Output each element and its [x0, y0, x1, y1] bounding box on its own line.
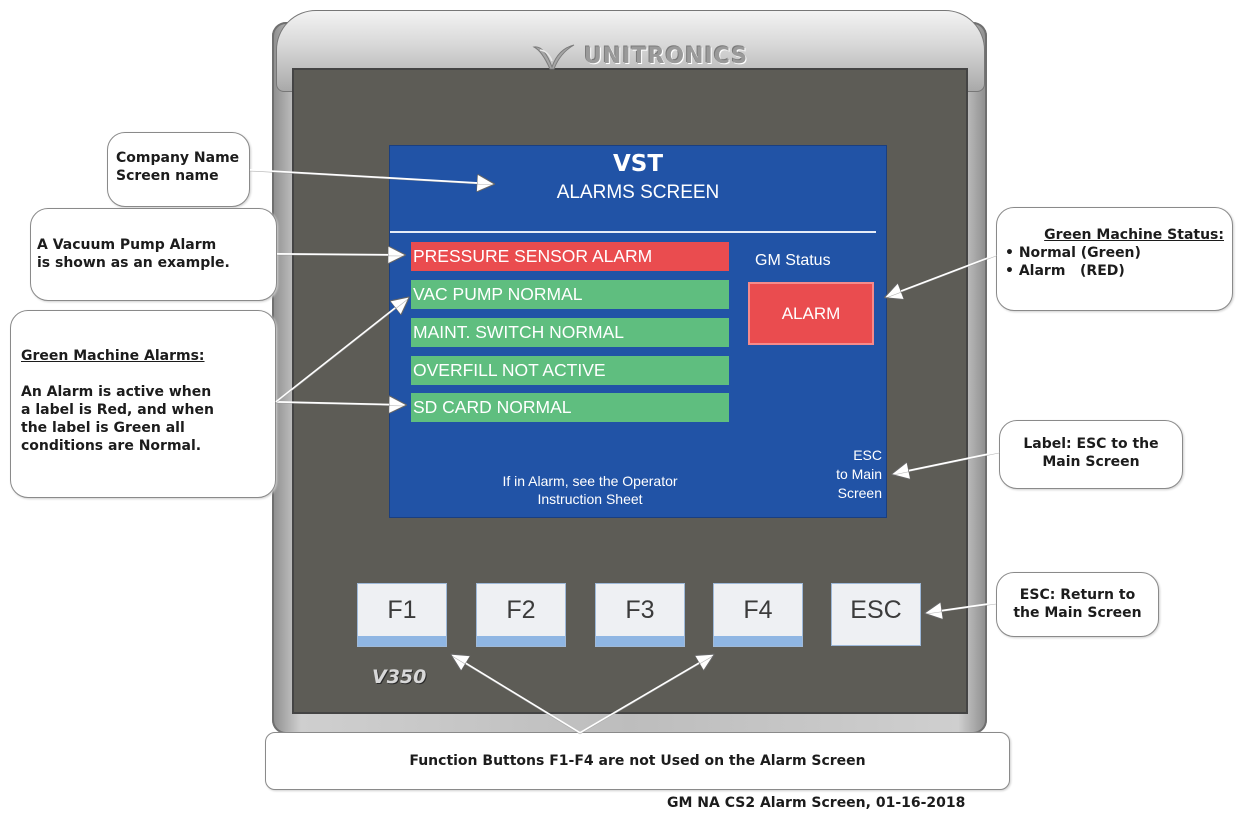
screen-divider	[390, 231, 876, 233]
gm-status-indicator: ALARM	[748, 282, 874, 345]
alarm-label-overfill: OVERFILL NOT ACTIVE	[411, 356, 729, 385]
callout-gm-alarms-line-2: a label is Red, and when	[21, 402, 214, 418]
f3-key-label: F3	[625, 596, 655, 624]
hmi-screen: VST ALARMS SCREEN PRESSURE SENSOR ALARM …	[389, 145, 887, 518]
callout-company-line-1: Company Name	[116, 150, 240, 166]
callout-gm-status: Green Machine Status: • Normal (Green) •…	[996, 207, 1233, 311]
callout-esc-label-line-2: Main Screen	[1042, 454, 1140, 470]
f1-key-label: F1	[387, 596, 417, 624]
callout-esc-return-line-1: ESC: Return to	[1019, 587, 1136, 603]
callout-gm-alarms: Green Machine Alarms: An Alarm is active…	[10, 310, 276, 498]
f2-key[interactable]: F2	[476, 583, 566, 647]
esc-label-line-3: Screen	[837, 485, 882, 501]
callout-gm-alarms-line-1: An Alarm is active when	[21, 384, 212, 400]
callout-esc-label: Label: ESC to the Main Screen	[999, 420, 1183, 489]
f4-key[interactable]: F4	[713, 583, 803, 647]
callout-gm-status-item-2: • Alarm (RED)	[1005, 263, 1125, 279]
callout-gm-status-heading: Green Machine Status:	[1044, 227, 1224, 243]
alarm-label-pressure-sensor: PRESSURE SENSOR ALARM	[411, 242, 729, 271]
screen-esc-label: ESC to Main Screen	[798, 446, 882, 503]
f3-key-led-bar	[596, 636, 684, 646]
callout-esc-return: ESC: Return to the Main Screen	[996, 572, 1159, 637]
f4-key-led-bar	[714, 636, 802, 646]
callout-gm-status-item-1: • Normal (Green)	[1005, 245, 1141, 261]
gm-status-label: GM Status	[755, 252, 831, 269]
alarm-label-maint-switch: MAINT. SWITCH NORMAL	[411, 318, 729, 347]
alarm-label-vac-pump: VAC PUMP NORMAL	[411, 280, 729, 309]
alarm-label-sd-card: SD CARD NORMAL	[411, 393, 729, 422]
callout-function-buttons: Function Buttons F1-F4 are not Used on t…	[265, 732, 1010, 790]
screen-footer-note: If in Alarm, see the Operator Instructio…	[450, 472, 730, 508]
model-label: V350	[372, 666, 427, 688]
screen-title: ALARMS SCREEN	[556, 182, 720, 203]
callout-company-name: Company Name Screen name	[107, 132, 250, 207]
unitronics-logo-icon	[532, 44, 575, 70]
screen-company-name: VST	[612, 151, 664, 177]
footer-line-1: If in Alarm, see the Operator	[502, 473, 678, 489]
callout-esc-return-line-2: the Main Screen	[1013, 605, 1142, 621]
callout-gm-status-item-1-text: Normal (Green)	[1018, 245, 1141, 261]
callout-vacuum-line-2: is shown as an example.	[37, 255, 230, 271]
f1-key[interactable]: F1	[357, 583, 447, 647]
footer-line-2: Instruction Sheet	[537, 491, 643, 507]
callout-gm-status-item-2-text: Alarm (RED)	[1018, 263, 1125, 279]
callout-company-line-2: Screen name	[116, 168, 219, 184]
callout-gm-alarms-line-4: conditions are Normal.	[21, 438, 202, 454]
f3-key[interactable]: F3	[595, 583, 685, 647]
figure-caption: GM NA CS2 Alarm Screen, 01-16-2018	[667, 795, 966, 811]
f2-key-led-bar	[477, 636, 565, 646]
callout-esc-label-line-1: Label: ESC to the	[1023, 436, 1159, 452]
callout-gm-alarms-heading: Green Machine Alarms:	[21, 348, 205, 364]
callout-vacuum-line-1: A Vacuum Pump Alarm	[37, 237, 217, 253]
brand-logo: UNITRONICS	[530, 36, 760, 76]
callout-function-buttons-text: Function Buttons F1-F4 are not Used on t…	[409, 753, 866, 769]
f4-key-label: F4	[743, 596, 773, 624]
esc-label-line-1: ESC	[853, 447, 882, 463]
esc-key-label: ESC	[850, 596, 902, 624]
callout-vacuum-pump: A Vacuum Pump Alarm is shown as an examp…	[30, 208, 277, 301]
f2-key-label: F2	[506, 596, 536, 624]
esc-label-line-2: to Main	[836, 466, 882, 482]
f1-key-led-bar	[358, 636, 446, 646]
esc-key[interactable]: ESC	[831, 583, 921, 646]
brand-name: UNITRONICS	[584, 43, 749, 69]
callout-gm-alarms-line-3: the label is Green all	[21, 420, 185, 436]
